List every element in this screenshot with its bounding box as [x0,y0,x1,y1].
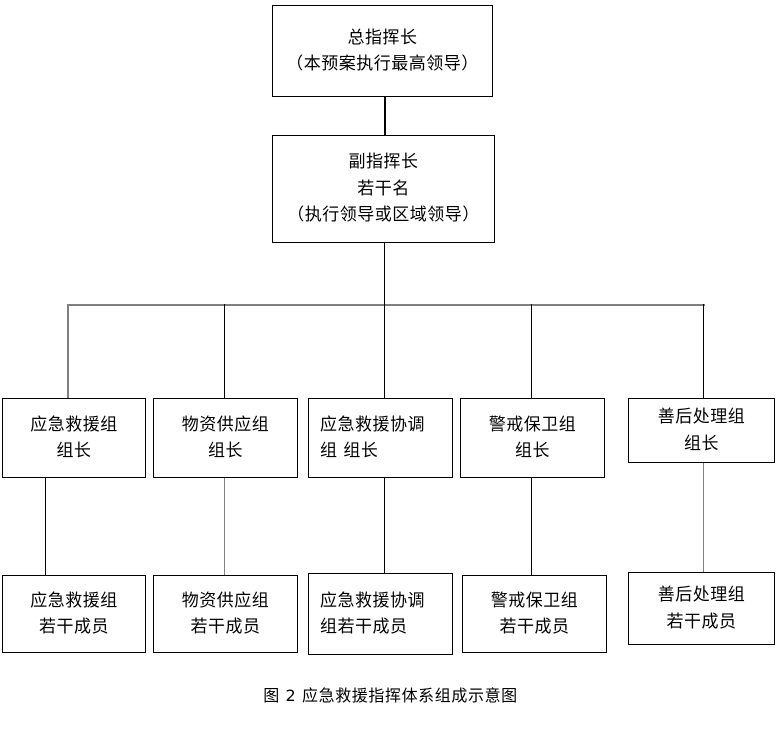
node-group-members-1-line1: 应急救援组 [30,590,118,611]
connector-bus-to-leader-3 [384,304,385,399]
connector-leader-5-to-members-5 [703,463,704,572]
connector-horizontal-bus [67,304,705,306]
node-group-leader-3[interactable]: 应急救援协调 组 组长 [308,398,453,478]
node-group-leader-4-line2: 组长 [515,441,550,461]
node-group-members-3[interactable]: 应急救援协调 组若干成员 [308,573,453,655]
node-group-leader-2-line1: 物资供应组 [181,414,270,435]
node-group-leader-5[interactable]: 善后处理组 组长 [628,398,775,463]
figure-caption: 图 2 应急救援指挥体系组成示意图 [263,686,518,705]
node-group-members-4[interactable]: 警戒保卫组 若干成员 [462,575,607,653]
node-group-members-2-line2: 若干成员 [190,617,261,637]
node-group-members-3-line2: 组若干成员 [320,617,408,637]
node-group-leader-4[interactable]: 警戒保卫组 组长 [460,398,605,478]
node-group-leader-1-line2: 组长 [56,441,92,461]
node-deputy-commander[interactable]: 副指挥长 若干名 （执行领导或区域领导） [272,135,495,243]
connector-bus-to-leader-2 [224,304,225,399]
node-group-leader-5-line2: 组长 [684,433,719,454]
node-group-members-5-line1: 善后处理组 [657,585,746,606]
node-group-leader-3-line2: 组 组长 [320,441,379,461]
node-deputy-commander-line1: 副指挥长 [348,152,419,173]
node-deputy-commander-line2: 若干名 [357,178,410,199]
node-group-members-1-line2: 若干成员 [39,617,109,637]
node-group-members-2-line1: 物资供应组 [181,590,270,611]
node-group-leader-2[interactable]: 物资供应组 组长 [153,398,298,478]
connector-leader-2-to-members-2 [224,478,225,575]
node-group-members-5[interactable]: 善后处理组 若干成员 [628,572,775,645]
node-deputy-commander-line3: （执行领导或区域领导） [287,205,480,226]
connector-deputy-to-bus [384,243,385,307]
connector-bus-to-leader-5 [703,304,704,399]
node-commander-line1: 总指挥长 [347,27,418,48]
node-group-members-5-line2: 若干成员 [666,611,737,632]
node-commander[interactable]: 总指挥长 （本预案执行最高领导） [272,5,493,97]
node-group-members-3-line1: 应急救援协调 [320,590,425,611]
node-group-leader-4-line1: 警戒保卫组 [488,414,577,435]
node-group-members-4-line2: 若干成员 [499,617,570,637]
node-group-leader-3-line1: 应急救援协调 [320,414,425,435]
node-group-leader-1-line1: 应急救援组 [30,414,118,435]
node-group-members-4-line1: 警戒保卫组 [490,590,579,611]
node-group-leader-1[interactable]: 应急救援组 组长 [2,398,146,478]
connector-leader-1-to-members-1 [45,478,46,575]
node-group-members-2[interactable]: 物资供应组 若干成员 [153,575,298,653]
node-group-leader-2-line2: 组长 [208,441,243,461]
node-group-leader-5-line1: 善后处理组 [657,407,746,428]
node-group-members-1[interactable]: 应急救援组 若干成员 [2,575,146,653]
connector-leader-4-to-members-4 [531,478,532,575]
node-commander-line2: （本预案执行最高领导） [286,54,479,74]
connector-commander-to-deputy [384,97,386,135]
connector-bus-to-leader-4 [531,304,532,399]
connector-leader-3-to-members-3 [384,478,385,573]
connector-bus-to-leader-1 [67,304,69,399]
